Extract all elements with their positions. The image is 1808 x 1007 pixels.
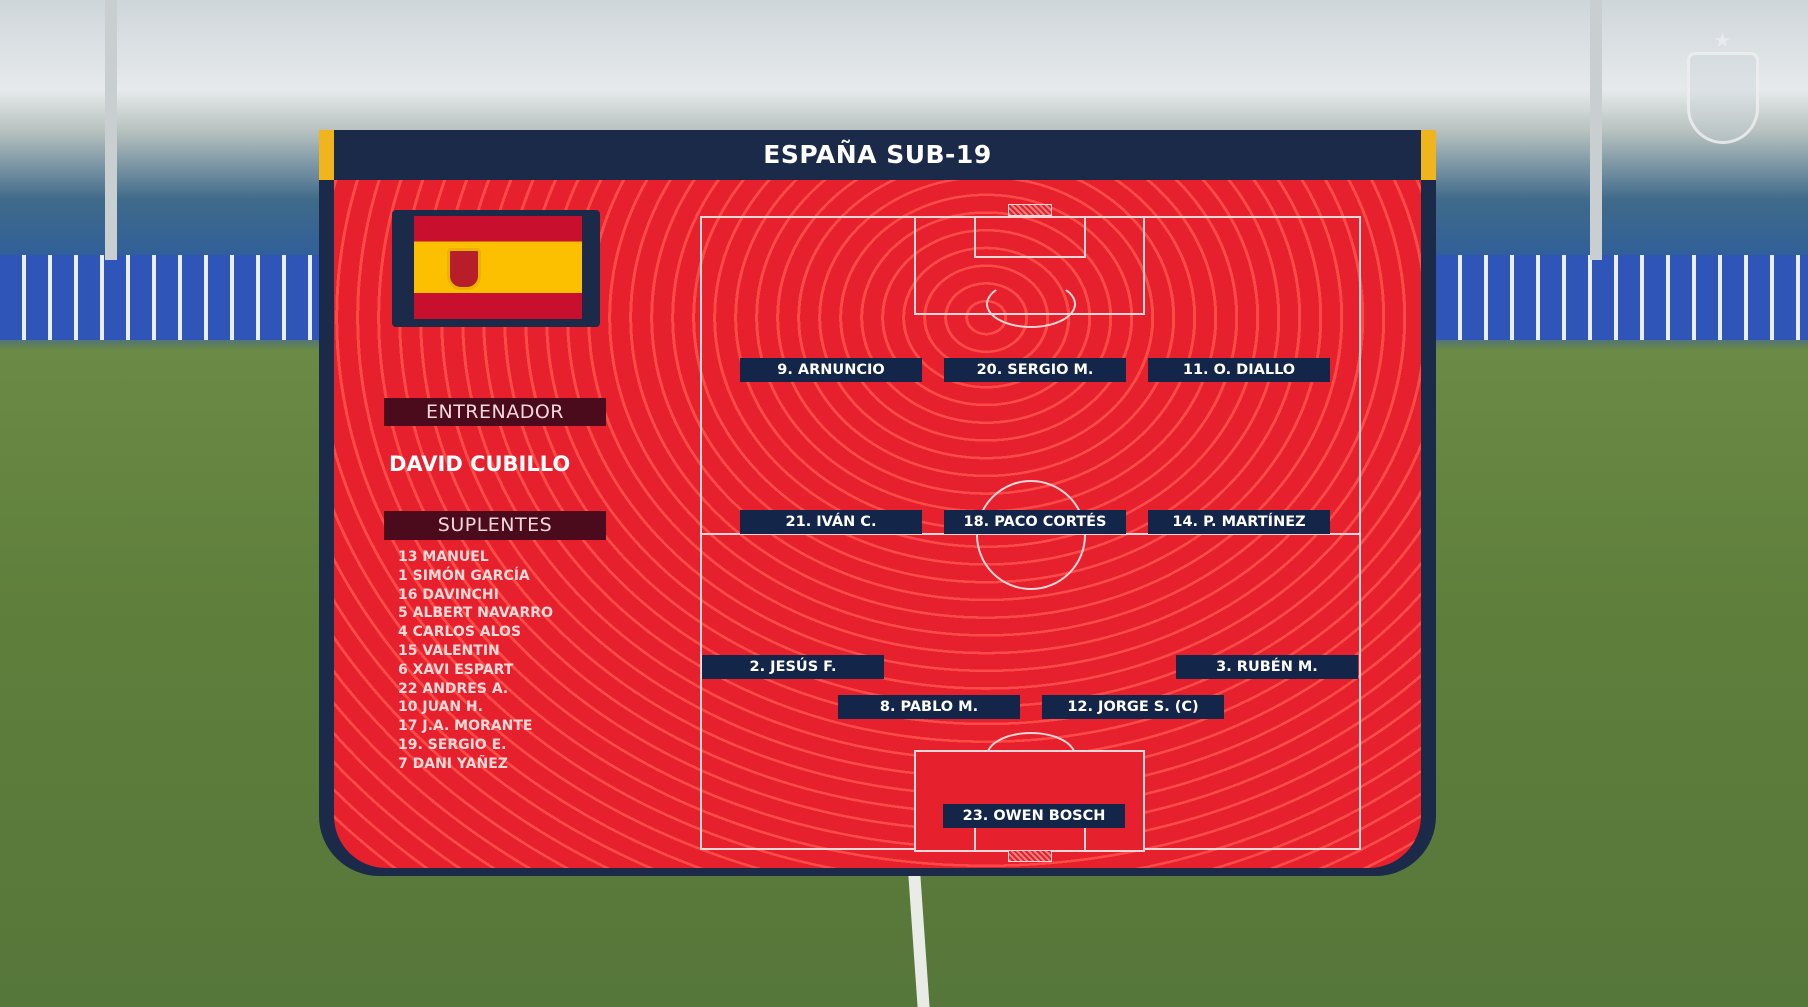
player-midfielder: 18. PACO CORTÉS xyxy=(944,510,1126,534)
coat-of-arms-icon xyxy=(447,248,481,290)
list-item: 10 JUAN H. xyxy=(398,699,483,716)
player-centerback: 8. PABLO M. xyxy=(838,695,1020,719)
list-item: 7 DANI YAÑEZ xyxy=(398,755,508,772)
penalty-arc-top xyxy=(986,280,1076,328)
list-item: 19. SERGIO E. xyxy=(398,736,507,753)
player-fullback: 2. JESÚS F. xyxy=(702,655,884,679)
player-midfielder: 21. IVÁN C. xyxy=(740,510,922,534)
floodlight-pole xyxy=(105,0,117,260)
lineup-panel: ESPAÑA SUB-19 ENTRENADOR DAVID CUBILLO S… xyxy=(319,130,1436,876)
list-item: 1 SIMÓN GARCÍA xyxy=(398,567,530,584)
gold-accent xyxy=(319,130,334,180)
stand-right xyxy=(1436,255,1808,340)
floodlight-pole xyxy=(1590,0,1602,260)
lineup-body: ENTRENADOR DAVID CUBILLO SUPLENTES 13 MA… xyxy=(334,180,1421,868)
list-item: 13 MANUEL xyxy=(398,549,489,565)
coach-name: DAVID CUBILLO xyxy=(389,452,571,476)
list-item: 16 DAVINCHI xyxy=(398,586,499,603)
player-midfielder: 14. P. MARTÍNEZ xyxy=(1148,510,1330,534)
center-circle xyxy=(976,480,1086,590)
shield-icon xyxy=(1686,52,1759,144)
list-item: 5 ALBERT NAVARRO xyxy=(398,605,553,622)
list-item: 6 XAVI ESPART xyxy=(398,661,514,678)
coach-label: ENTRENADOR xyxy=(384,398,606,426)
player-forward: 11. O. DIALLO xyxy=(1148,358,1330,382)
pitch-diagram: 9. ARNUNCIO 20. SERGIO M. 11. O. DIALLO … xyxy=(700,204,1361,862)
spain-flag xyxy=(392,210,600,327)
stand-left xyxy=(0,255,320,340)
team-title: ESPAÑA SUB-19 xyxy=(763,140,992,169)
list-item: 17 J.A. MORANTE xyxy=(398,718,533,735)
list-item: 22 ANDRES A. xyxy=(398,680,509,697)
list-item: 4 CARLOS ALOS xyxy=(398,624,522,641)
player-goalkeeper: 23. OWEN BOSCH xyxy=(943,804,1125,828)
gold-accent xyxy=(1421,130,1436,180)
goal-area-top xyxy=(974,216,1086,258)
goal-bottom xyxy=(1008,850,1052,862)
pitch-line xyxy=(908,876,930,1007)
star-icon: ★ xyxy=(1713,28,1732,52)
player-forward: 20. SERGIO M. xyxy=(944,358,1126,382)
substitutes-label: SUPLENTES xyxy=(384,511,606,540)
player-forward: 9. ARNUNCIO xyxy=(740,358,922,382)
rfef-crest-logo: ★ xyxy=(1685,30,1760,150)
list-item: 15 VALENTIN xyxy=(398,642,500,659)
player-fullback: 3. RUBÉN M. xyxy=(1176,655,1358,679)
substitutes-list: 13 MANUEL 1 SIMÓN GARCÍA 16 DAVINCHI 5 A… xyxy=(398,548,553,774)
goal-top xyxy=(1008,204,1052,216)
player-centerback: 12. JORGE S. (C) xyxy=(1042,695,1224,719)
